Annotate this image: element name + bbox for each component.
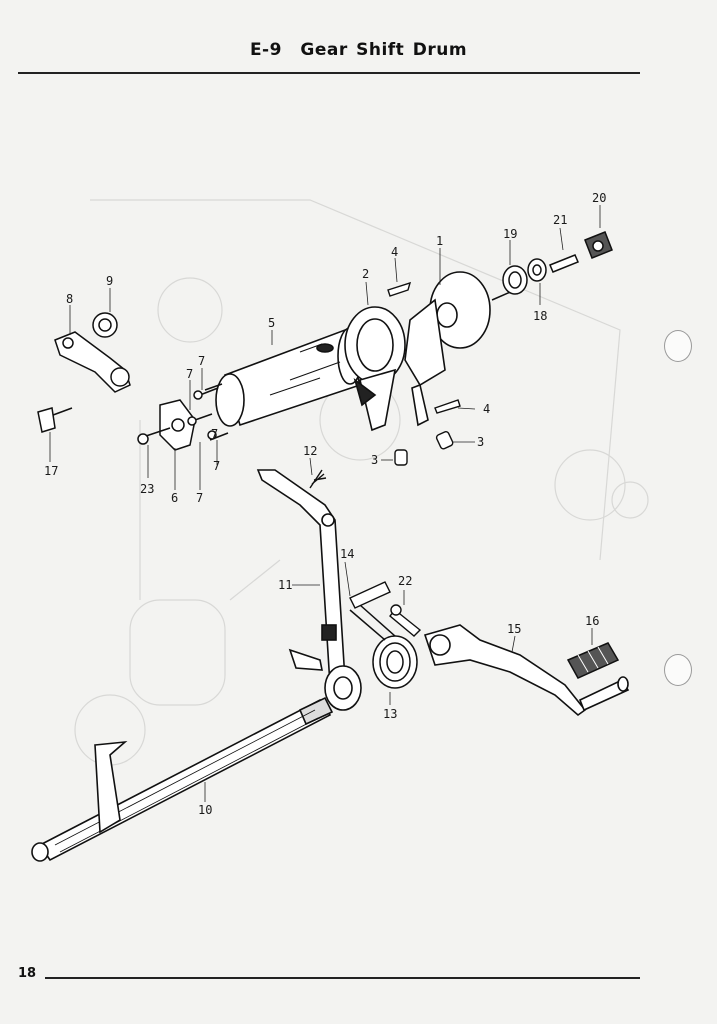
leader-lines <box>49 205 601 802</box>
callout-15: 15 <box>507 622 521 636</box>
callout-9: 9 <box>106 274 113 288</box>
header-rule <box>18 72 640 74</box>
section-code: E-9 <box>249 40 282 60</box>
callout-7: 7 <box>196 491 203 505</box>
gear-shift-arm <box>256 469 362 711</box>
drum-stopper-cam <box>137 383 229 451</box>
page-number: 18 <box>18 966 37 981</box>
callout-14: 14 <box>340 547 354 561</box>
drum-end-hardware <box>491 231 613 301</box>
callout-1: 1 <box>436 234 443 248</box>
punch-hole <box>664 654 692 686</box>
callout-6: 6 <box>171 491 178 505</box>
shift-fork-center <box>344 306 406 432</box>
callout-10: 10 <box>198 803 212 817</box>
drum-stopper-arm <box>37 312 131 433</box>
callout-3: 3 <box>477 435 484 449</box>
callout-13: 13 <box>383 707 397 721</box>
callout-20: 20 <box>592 191 606 205</box>
small-hardware <box>309 469 422 637</box>
callout-4: 4 <box>483 402 490 416</box>
callout-2: 2 <box>362 267 369 281</box>
callout-7: 7 <box>198 354 205 368</box>
punch-hole <box>664 330 692 362</box>
return-spring <box>349 604 418 689</box>
callout-8: 8 <box>66 292 73 306</box>
callout-7: 7 <box>186 367 193 381</box>
page-title: E-9 Gear Shift Drum <box>0 40 717 60</box>
callout-12: 12 <box>303 444 317 458</box>
callout-19: 19 <box>503 227 517 241</box>
shift-fork-outer <box>404 271 491 427</box>
callout-numbers: 1 2 3 3 4 4 5 6 7 7 7 7 7 8 9 10 11 12 1… <box>44 191 606 817</box>
callout-18: 18 <box>533 309 547 323</box>
callout-4: 4 <box>391 245 398 259</box>
callout-21: 21 <box>553 213 567 227</box>
callout-16: 16 <box>585 614 599 628</box>
callout-23: 23 <box>140 482 154 496</box>
fork-pins-and-clips <box>387 281 461 466</box>
callout-5: 5 <box>268 316 275 330</box>
callout-22: 22 <box>398 574 412 588</box>
footer-rule <box>45 977 640 979</box>
shift-drum <box>215 327 363 427</box>
callout-3: 3 <box>371 453 378 467</box>
bleed-through-background <box>74 199 649 766</box>
section-title: Gear Shift Drum <box>300 40 468 60</box>
gear-shift-spindle <box>31 696 334 862</box>
pedal-rubber <box>566 642 620 679</box>
callout-17: 17 <box>44 464 58 478</box>
callout-11: 11 <box>278 578 292 592</box>
callout-7: 7 <box>211 427 218 441</box>
change-pedal <box>423 624 630 717</box>
callout-7: 7 <box>213 459 220 473</box>
